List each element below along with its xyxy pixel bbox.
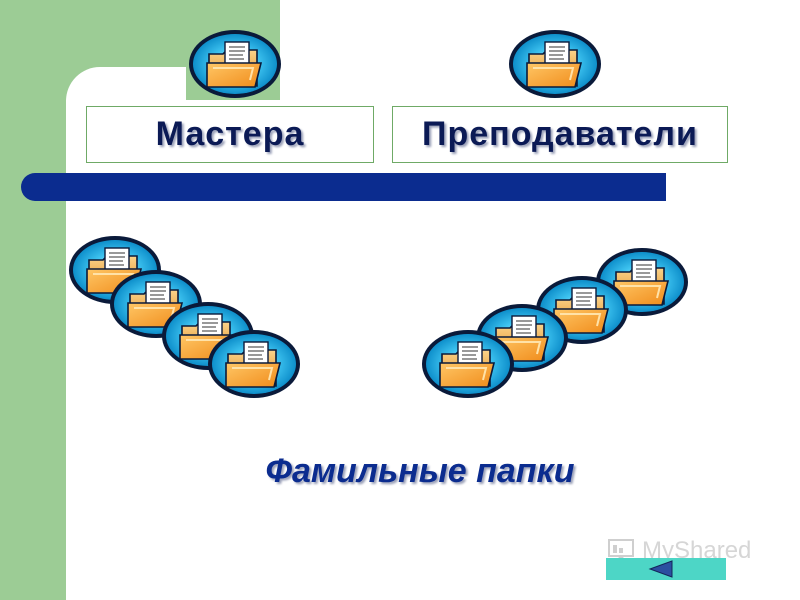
folder-disc-icon [206, 328, 302, 400]
blue-divider-bar [21, 173, 666, 201]
masters-label: Мастера [155, 115, 305, 153]
masters-label-box: Мастера [86, 106, 374, 163]
back-arrow-icon[interactable] [648, 560, 678, 578]
family-folders-caption: Фамильные папки [265, 452, 575, 490]
folder-disc-icon [420, 328, 516, 400]
folder-disc-icon [187, 28, 283, 100]
left-green-band [0, 0, 66, 600]
teachers-label: Преподаватели [422, 115, 698, 153]
folder-disc-icon [507, 28, 603, 100]
teachers-label-box: Преподаватели [392, 106, 728, 163]
blue-divider-nub [40, 188, 54, 201]
